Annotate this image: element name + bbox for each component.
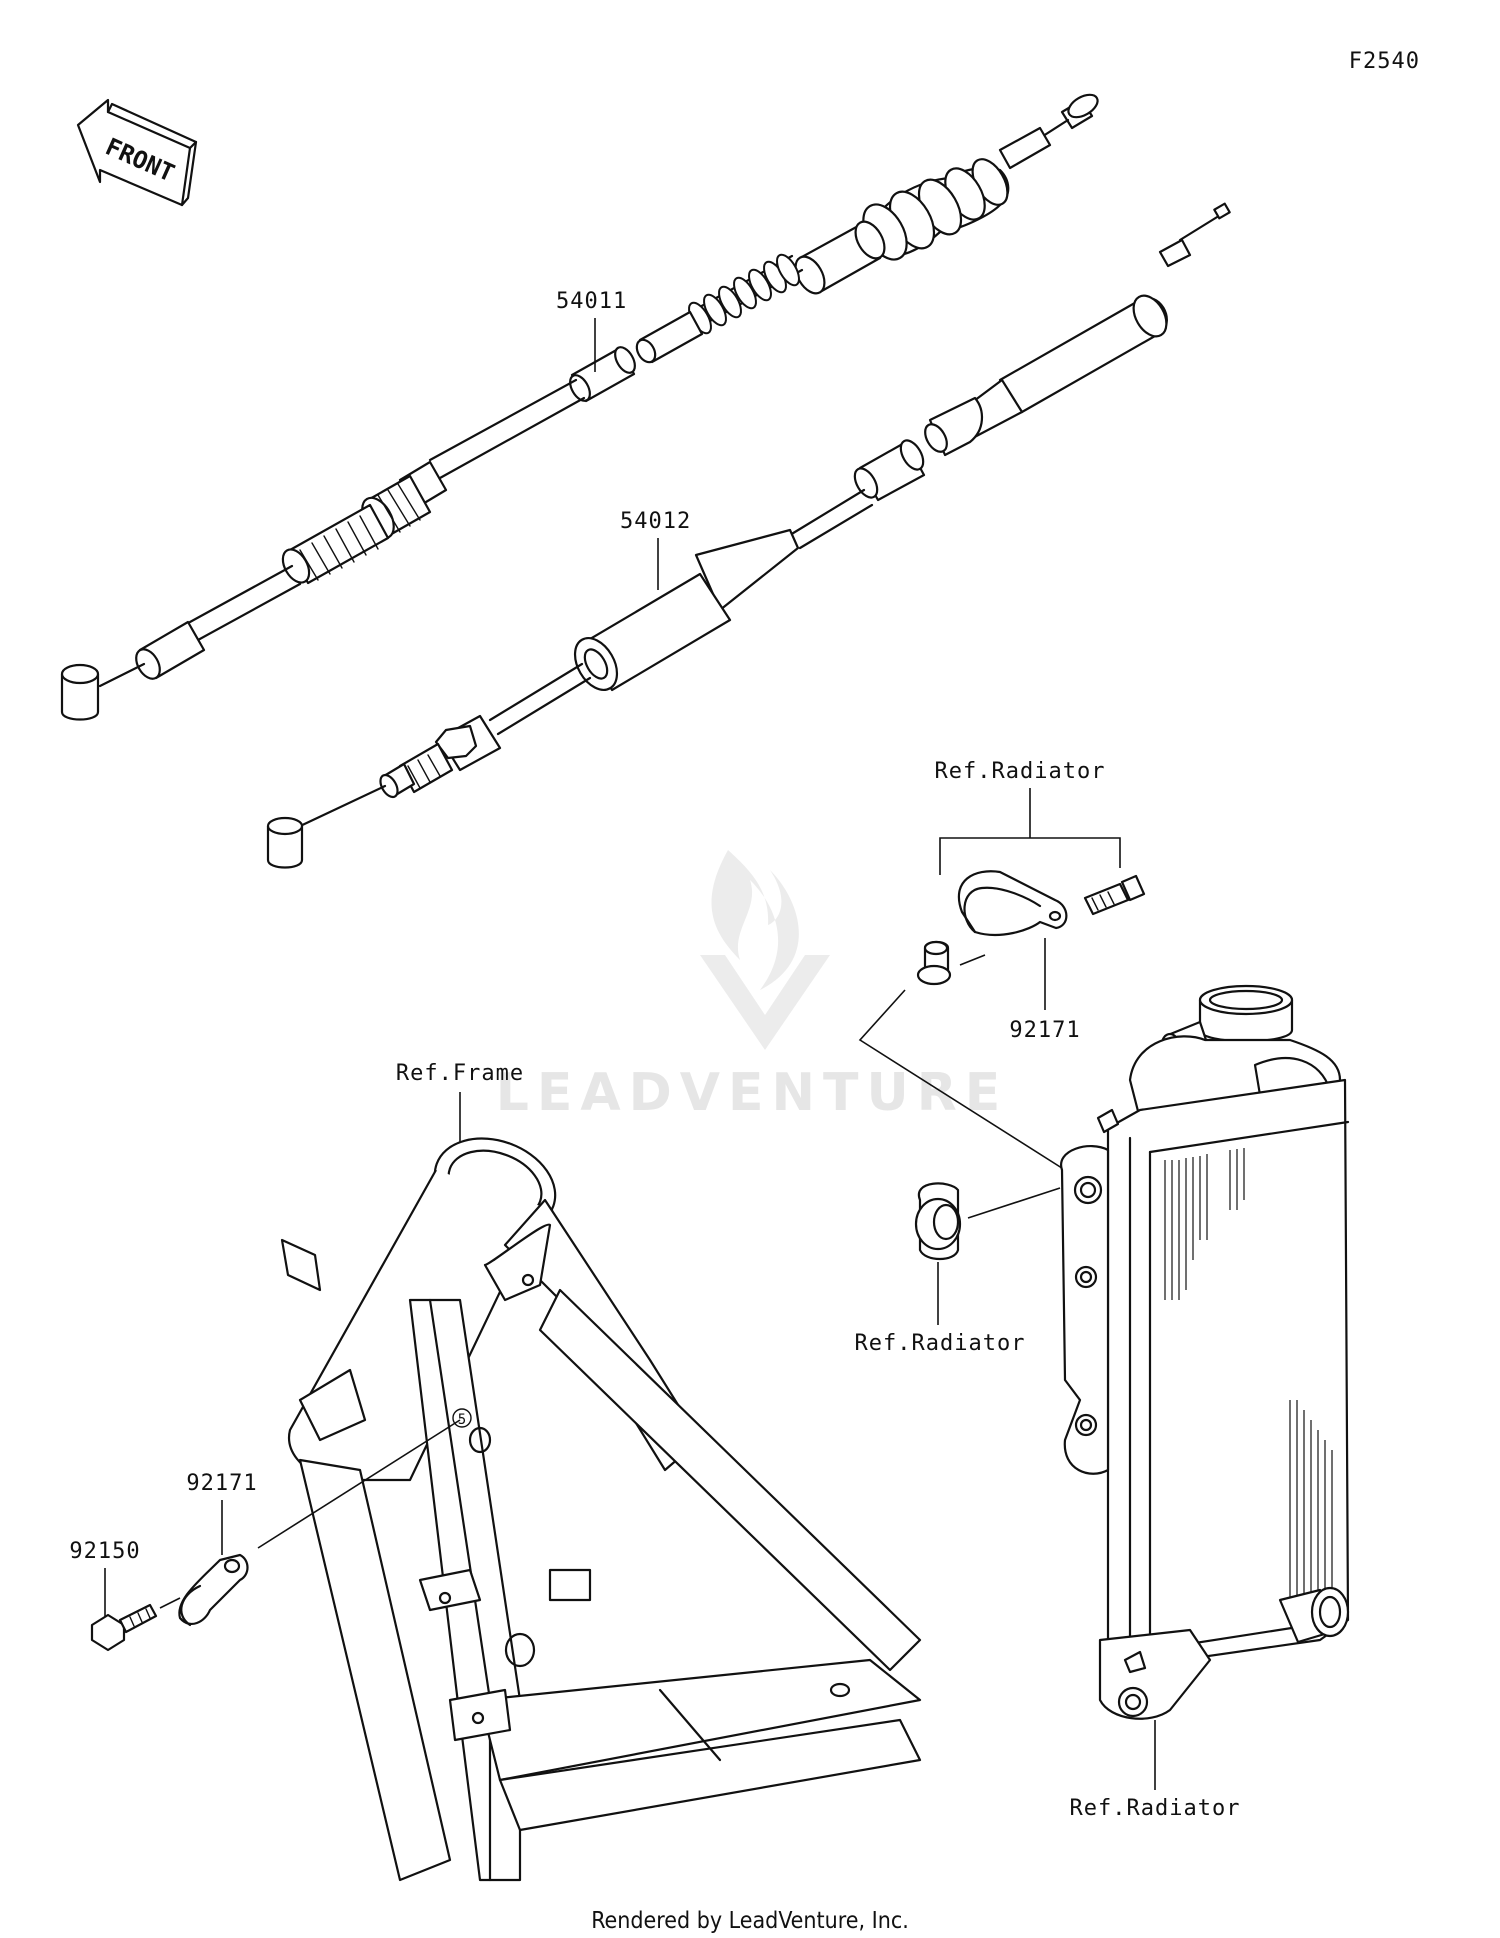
- radiator: [1060, 984, 1350, 1720]
- footer-credit: Rendered by LeadVenture, Inc.: [591, 1908, 909, 1934]
- radiator-fins: [1164, 1148, 1333, 1600]
- svg-text:5: 5: [458, 1412, 466, 1428]
- watermark-flame-icon: [711, 850, 799, 990]
- radiator-bolt-icon: [1083, 874, 1146, 916]
- clutch-cable: [60, 93, 1099, 721]
- front-arrow-icon: FRONT: [76, 98, 198, 207]
- clamp-lower-part-number: 92171: [186, 1471, 257, 1496]
- bolt-icon: [90, 1603, 158, 1652]
- diagram-id: F2540: [1349, 49, 1420, 74]
- clutch-cable-part-number: 54011: [556, 289, 627, 314]
- grommet-small-icon: [916, 940, 952, 986]
- ref-radiator-bottom-label: Ref.Radiator: [1070, 1796, 1241, 1821]
- ref-radiator-middle-label: Ref.Radiator: [855, 1331, 1026, 1356]
- grommet-middle-icon: [914, 1182, 962, 1261]
- watermark-text: LEADVENTURE: [496, 1063, 1009, 1123]
- watermark: LEADVENTURE: [496, 850, 1009, 1123]
- ref-frame-label: Ref.Frame: [396, 1061, 524, 1086]
- watermark-v-icon: [700, 955, 830, 1050]
- clamp-upper-icon: [957, 870, 1068, 936]
- ref-radiator-top-label: Ref.Radiator: [935, 759, 1106, 784]
- throttle-cable: [266, 202, 1231, 869]
- clamp-upper-part-number: 92171: [1009, 1018, 1080, 1043]
- clamp-lower-icon: [178, 1553, 249, 1627]
- bolt-part-number: 92150: [69, 1539, 140, 1564]
- frame: 5: [280, 1137, 922, 1882]
- throttle-cable-part-number: 54012: [620, 509, 691, 534]
